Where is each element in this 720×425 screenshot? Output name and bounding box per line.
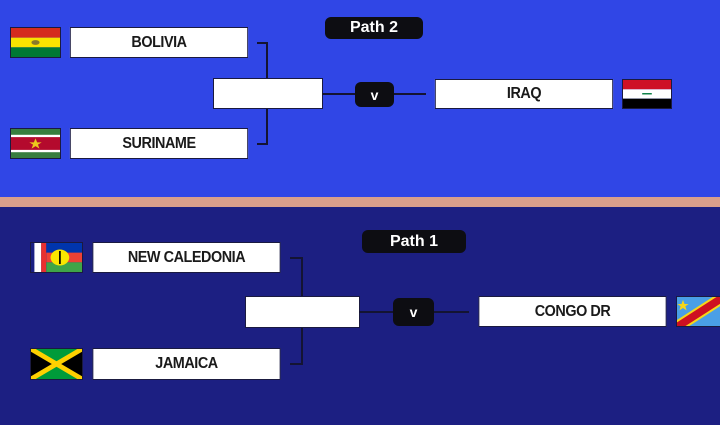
path-2-label: Path 2 [325,17,423,39]
new-caledonia-flag-icon [30,242,83,273]
team-iraq: IRAQ [434,79,614,109]
congo-dr-flag-icon [676,296,720,327]
semifinal-winner-slot [213,78,323,109]
semifinal-winner-slot [245,296,360,328]
panel-divider [0,197,720,207]
team-new-caledonia: NEW CALEDONIA [92,242,281,273]
iraq-flag-icon [622,79,672,109]
team-jamaica: JAMAICA [92,348,281,380]
bracket-line [257,42,268,44]
bracket-line [290,257,303,259]
team-bolivia: BOLIVIA [69,27,249,58]
team-suriname: SURINAME [69,128,249,159]
path-1-label: Path 1 [362,230,466,253]
jamaica-flag-icon [30,348,83,380]
suriname-flag-icon [10,128,61,159]
bracket-line [290,363,303,365]
bolivia-flag-icon [10,27,61,58]
versus-badge: v [393,298,434,326]
bracket-line [257,143,268,145]
versus-badge: v [355,82,394,107]
team-congo-dr: CONGO DR [478,296,667,327]
